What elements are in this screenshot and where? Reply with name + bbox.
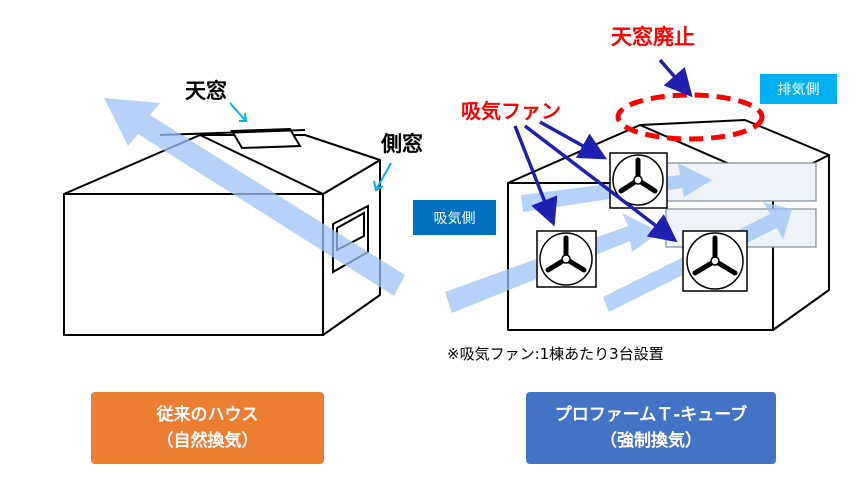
intake-fan-1 xyxy=(536,230,597,288)
removed-skylight-label: 天窓廃止 xyxy=(611,25,695,49)
tcube-subtitle: （強制換気） xyxy=(600,431,702,451)
fan-count-footnote: ※吸気ファン:1棟あたり3台設置 xyxy=(447,345,664,363)
exhaust-side-tag: 排気側 xyxy=(760,74,837,104)
side-window-label: 側窓 xyxy=(380,132,423,156)
conventional-subtitle: （自然換気） xyxy=(156,431,259,451)
removed-skylight-marker xyxy=(615,92,765,142)
roof-window-label: 天窓 xyxy=(185,79,227,103)
tcube-caption: プロファームＴ-キューブ （強制換気） xyxy=(526,392,776,464)
intake-fan-3 xyxy=(682,230,748,292)
intake-fan-2 xyxy=(609,152,668,209)
intake-side-tag: 吸気側 xyxy=(413,200,496,235)
exhaust-side-label: 排気側 xyxy=(777,82,820,98)
airflow-arrow-conventional xyxy=(104,98,405,296)
conventional-title: 従来のハウス xyxy=(156,405,259,425)
fan-label-pointers xyxy=(513,120,678,243)
label-pointers-left xyxy=(229,102,392,192)
tcube-title: プロファームＴ-キューブ xyxy=(554,405,748,425)
intake-side-label: 吸気側 xyxy=(433,210,476,227)
skylight xyxy=(159,127,306,150)
conventional-house-caption: 従来のハウス （自然換気） xyxy=(91,392,324,464)
intake-fan-label: 吸気ファン xyxy=(461,99,561,123)
removed-skylight-pointer xyxy=(658,58,693,98)
